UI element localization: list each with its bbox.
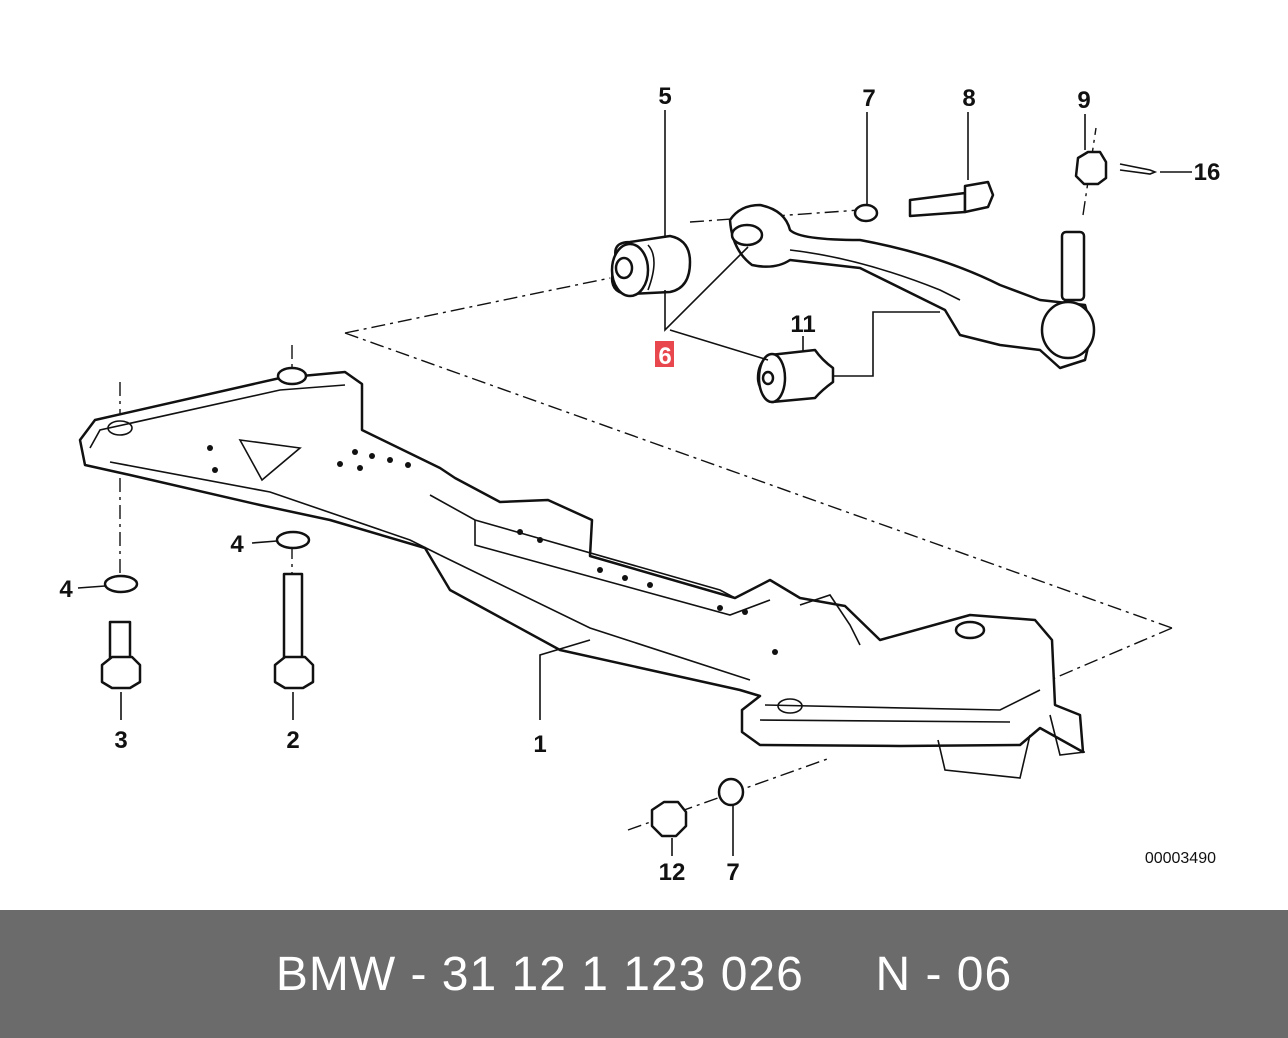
assembly-line-top [344, 277, 611, 334]
exploded-view-drawing: 1 2 3 4 4 5 6 7 8 9 11 16 12 7 00003490 [59, 83, 1221, 886]
washer-4-left [103, 574, 139, 594]
front-axle-carrier [78, 366, 1086, 779]
callout-1[interactable]: 1 [533, 731, 546, 758]
control-arm [728, 203, 1096, 370]
cotter-pin-16 [1119, 163, 1158, 175]
stud-bolt-2 [273, 572, 315, 690]
callout-4-center[interactable]: 4 [230, 531, 244, 558]
callout-5[interactable]: 5 [658, 83, 671, 110]
callout-16[interactable]: 16 [1194, 159, 1221, 186]
callout-6[interactable]: 6 [658, 343, 671, 370]
bolt-3 [100, 620, 142, 690]
leader-6 [664, 246, 769, 361]
part-number-footer: BMW - 31 12 1 123 026 N - 06 [0, 910, 1288, 1038]
callout-2[interactable]: 2 [286, 727, 299, 754]
callout-7-top[interactable]: 7 [862, 85, 875, 112]
castle-nut-9 [1074, 150, 1108, 186]
callout-8[interactable]: 8 [962, 85, 975, 112]
callout-7-bottom[interactable]: 7 [726, 859, 739, 886]
leader-4b [251, 540, 278, 544]
rubber-bushing [610, 234, 692, 298]
leader-1 [539, 639, 591, 720]
washer-4-center [275, 530, 311, 550]
assembly-line-left [344, 332, 1173, 629]
callout-12[interactable]: 12 [659, 859, 686, 886]
callout-11[interactable]: 11 [790, 311, 815, 338]
callout-6-highlight [655, 341, 674, 367]
assembly-line-rod [1082, 127, 1097, 216]
callout-3[interactable]: 3 [114, 727, 127, 754]
washer-7-bottom [717, 777, 745, 807]
assembly-line-right [1049, 627, 1173, 681]
bushing-11 [756, 348, 835, 404]
parts-diagram: 1 2 3 4 4 5 6 7 8 9 11 16 12 7 00003490 [59, 83, 1221, 886]
part-number-label: BMW - 31 12 1 123 026 N - 06 [275, 947, 1013, 1001]
callout-4-left[interactable]: 4 [59, 576, 73, 603]
leader-11-dashed [833, 311, 940, 377]
washer-7-top [853, 203, 879, 223]
document-number: 00003490 [1145, 850, 1216, 867]
callout-9[interactable]: 9 [1077, 87, 1090, 114]
bolt-8 [908, 180, 995, 218]
leader-4a [77, 585, 106, 589]
nut-12 [650, 800, 688, 838]
